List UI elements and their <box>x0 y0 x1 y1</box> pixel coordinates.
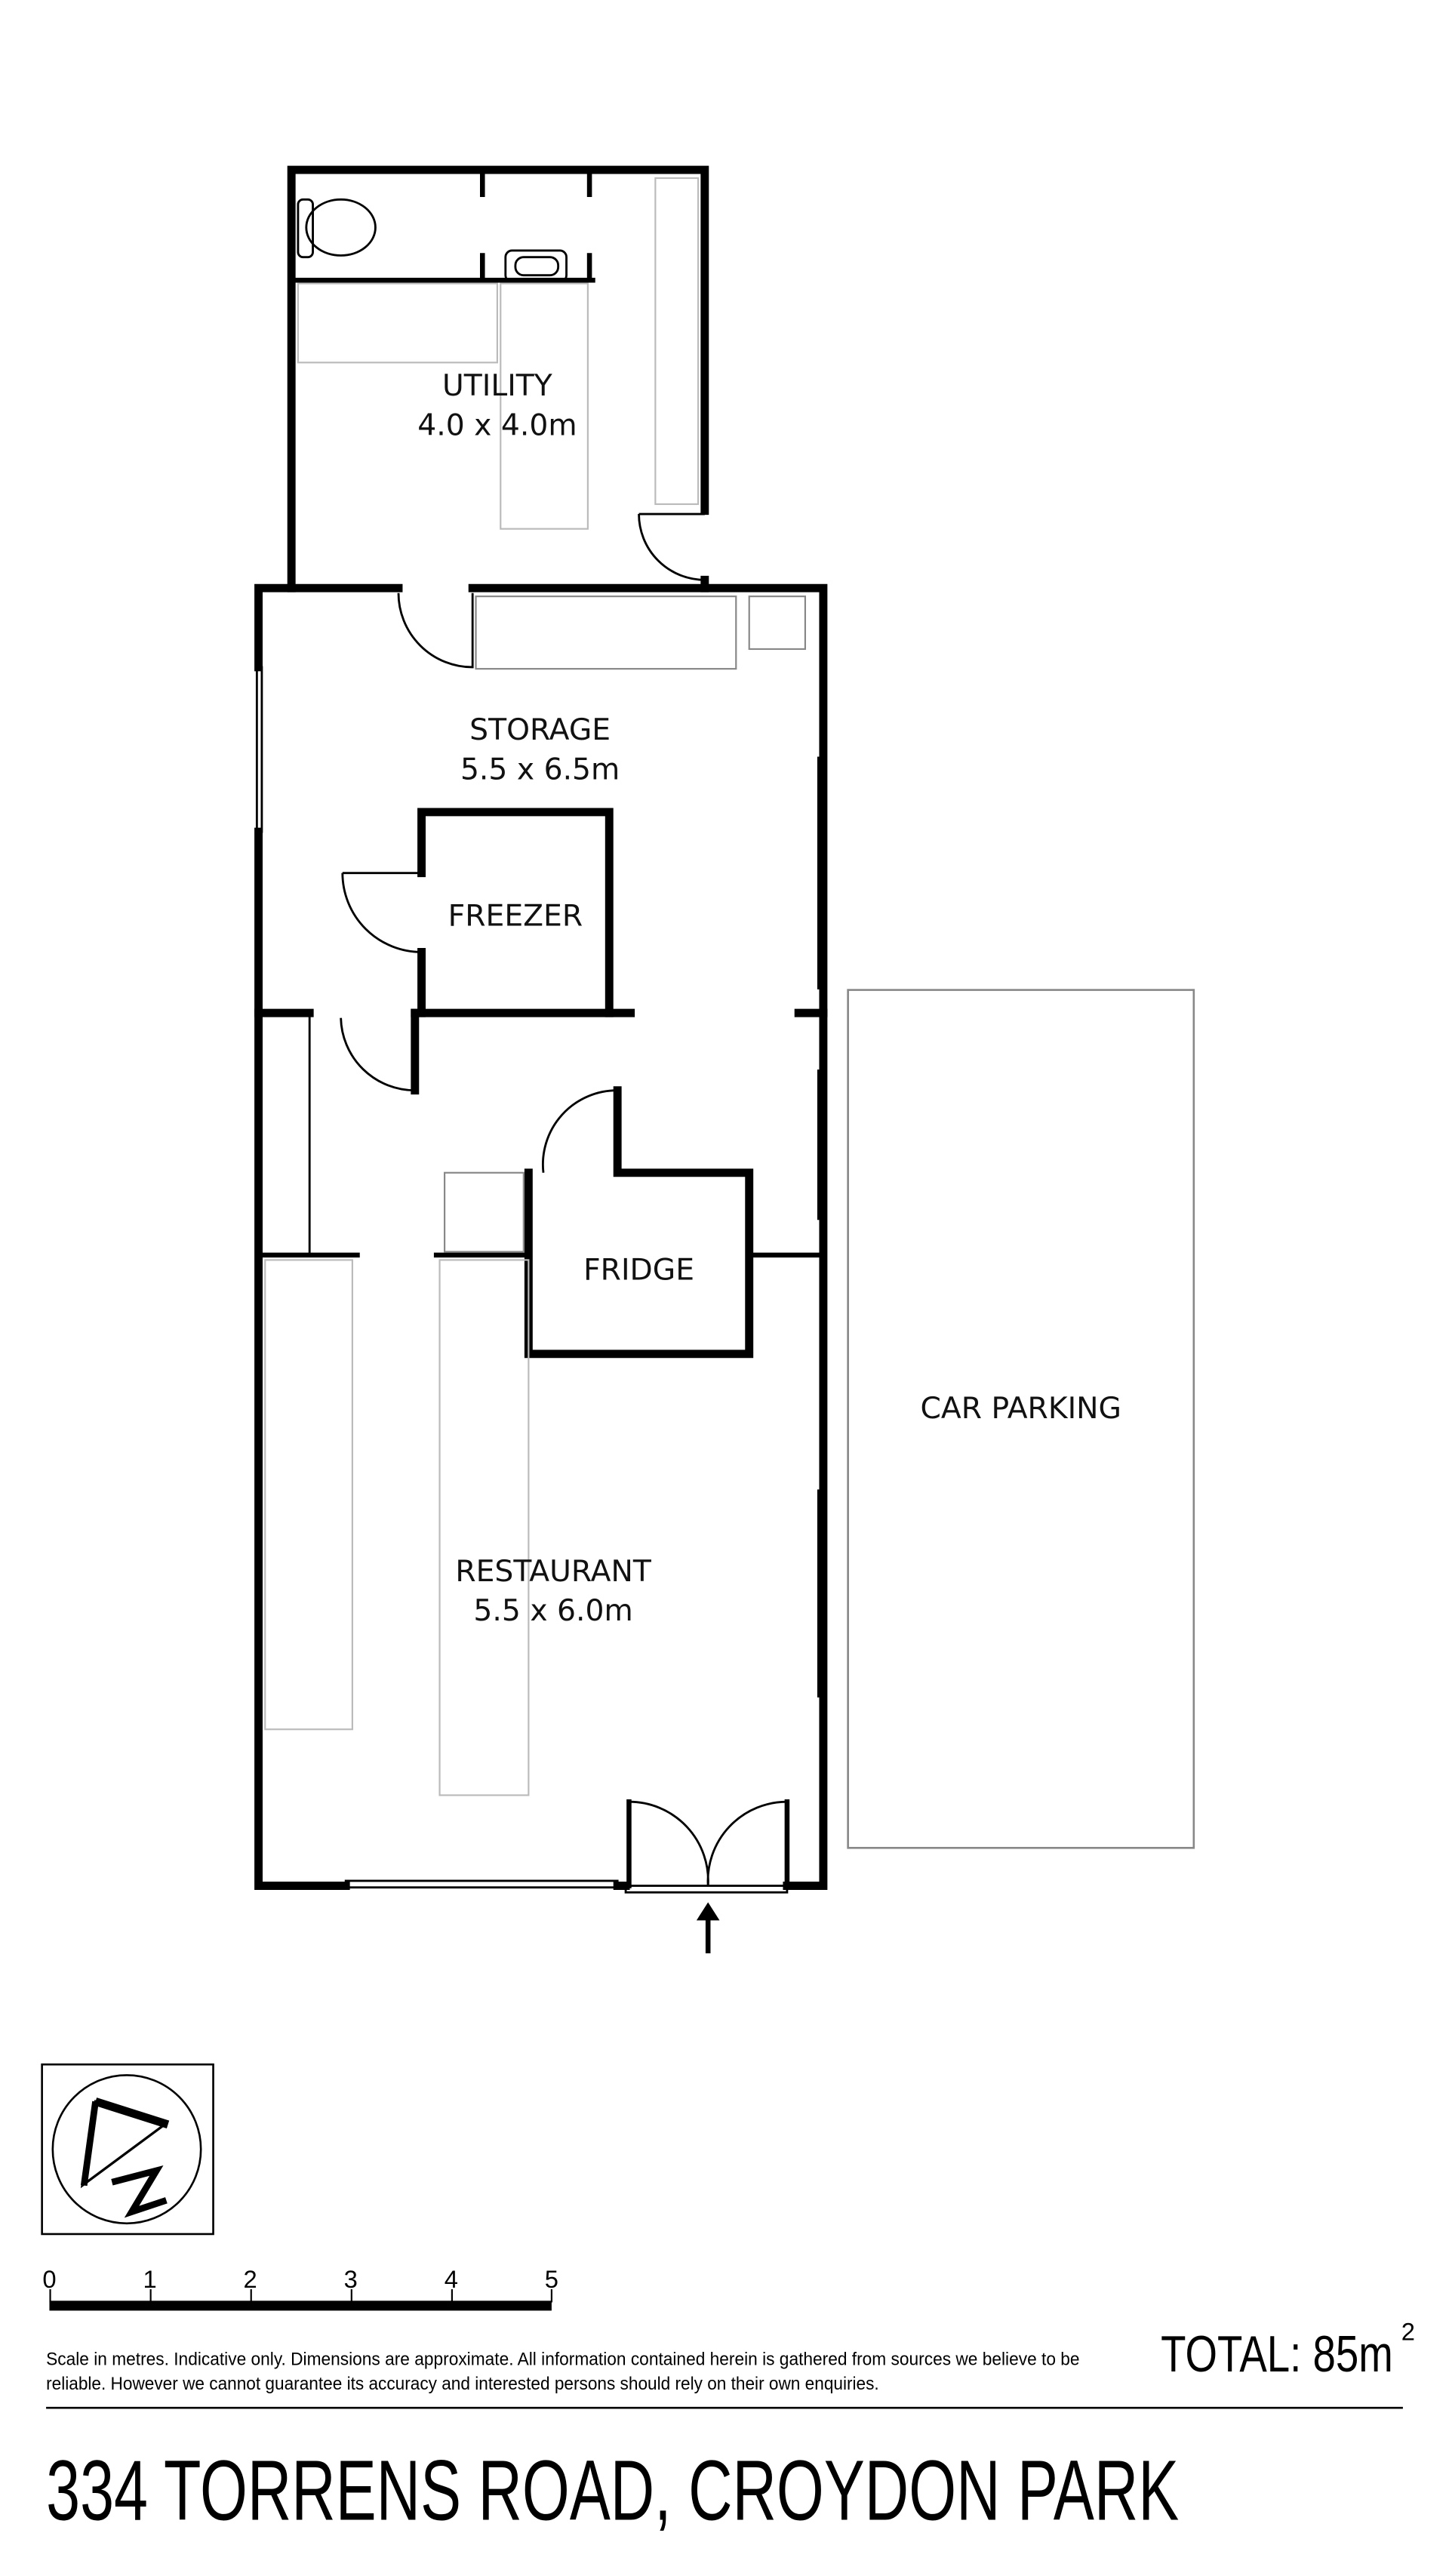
disclaimer-line-2: reliable. However we cannot guarantee it… <box>46 2374 879 2394</box>
total-area-superscript: 2 <box>1401 2318 1415 2346</box>
main-building: STORAGE 5.5 x 6.5m <box>254 583 828 1890</box>
property-address: 334 TORRENS ROAD, CROYDON PARK <box>46 2442 1179 2538</box>
scale-tick-label: 0 <box>42 2265 56 2293</box>
room-name-fridge: FRIDGE <box>583 1254 694 1288</box>
restaurant-room: RESTAURANT 5.5 x 6.0m <box>264 1259 790 1953</box>
room-name-car-parking: CAR PARKING <box>920 1392 1121 1426</box>
room-size-storage: 5.5 x 6.5m <box>460 752 620 786</box>
sink-icon <box>504 249 568 283</box>
room-name-freezer: FREEZER <box>448 900 583 934</box>
scale-bar: 0 1 2 3 4 5 <box>42 2265 558 2311</box>
entry-arrow-icon <box>696 1902 720 1953</box>
fridge-room: FRIDGE <box>256 1013 826 1359</box>
room-name-utility: UTILITY <box>442 369 553 403</box>
room-size-utility: 4.0 x 4.0m <box>417 408 577 442</box>
car-parking: CAR PARKING <box>847 989 1195 1849</box>
utility-room: UTILITY 4.0 x 4.0m <box>287 165 709 592</box>
room-size-restaurant: 5.5 x 6.0m <box>473 1594 632 1628</box>
disclaimer-line-1: Scale in metres. Indicative only. Dimens… <box>46 2349 1079 2369</box>
scale-tick-label: 2 <box>244 2265 257 2293</box>
room-name-storage: STORAGE <box>469 713 611 747</box>
toilet-icon <box>297 198 377 259</box>
scale-tick-label: 5 <box>545 2265 558 2293</box>
scale-tick-label: 1 <box>143 2265 156 2293</box>
entry-double-door <box>624 1799 790 1894</box>
north-compass-icon <box>41 2063 214 2236</box>
scale-tick-label: 4 <box>445 2265 458 2293</box>
freezer-room: FREEZER <box>254 808 828 1095</box>
scale-tick-label: 3 <box>344 2265 358 2293</box>
total-area: TOTAL: 85m <box>1161 2326 1393 2384</box>
room-name-restaurant: RESTAURANT <box>455 1555 651 1589</box>
